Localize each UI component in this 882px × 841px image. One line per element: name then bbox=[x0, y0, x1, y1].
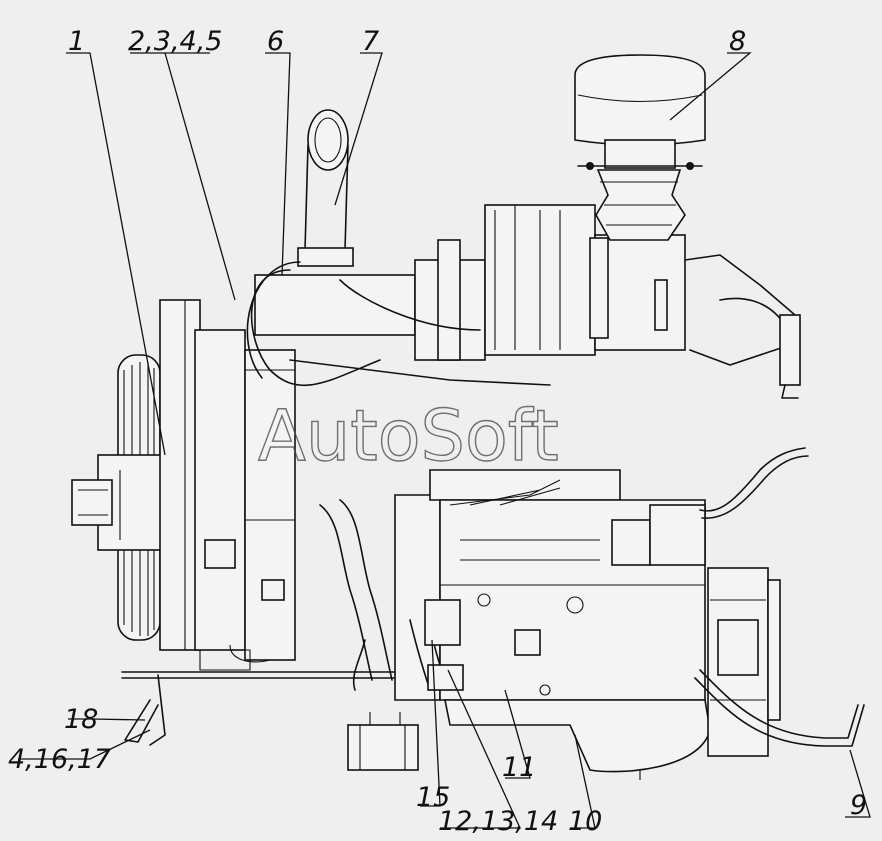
callout-7: 7 bbox=[362, 26, 379, 57]
callout-15: 15 bbox=[416, 782, 450, 813]
radiator bbox=[159, 299, 296, 671]
exhaust-pipe bbox=[297, 109, 354, 267]
hoses bbox=[246, 261, 551, 386]
air-duct bbox=[254, 204, 801, 399]
starter-motor bbox=[347, 712, 419, 771]
engine-block bbox=[394, 469, 706, 701]
callout-8: 8 bbox=[729, 26, 746, 57]
callout-18: 18 bbox=[64, 704, 98, 735]
callout-12-13-14: 12,13,14 bbox=[438, 806, 558, 837]
callout-1: 1 bbox=[68, 26, 85, 57]
callout-6: 6 bbox=[267, 26, 284, 57]
flywheel-housing bbox=[707, 567, 781, 757]
watermark-text: AutoSoft bbox=[258, 395, 559, 477]
oil-pan bbox=[444, 699, 711, 780]
callout-9: 9 bbox=[850, 790, 867, 821]
callout-2-3-4-5: 2,3,4,5 bbox=[128, 26, 222, 57]
callout-4-16-17: 4,16,17 bbox=[8, 744, 111, 775]
hose-line-9 bbox=[694, 447, 865, 747]
air-filter bbox=[574, 54, 706, 241]
fan-pulley bbox=[71, 354, 194, 641]
callout-labels: 1 2,3,4,5 6 7 8 9 10 11 12,13,14 15 18 4… bbox=[8, 26, 867, 837]
callout-11: 11 bbox=[502, 752, 536, 783]
callout-10: 10 bbox=[568, 806, 602, 837]
water-pipe bbox=[319, 499, 464, 691]
leader-lines bbox=[18, 52, 871, 829]
